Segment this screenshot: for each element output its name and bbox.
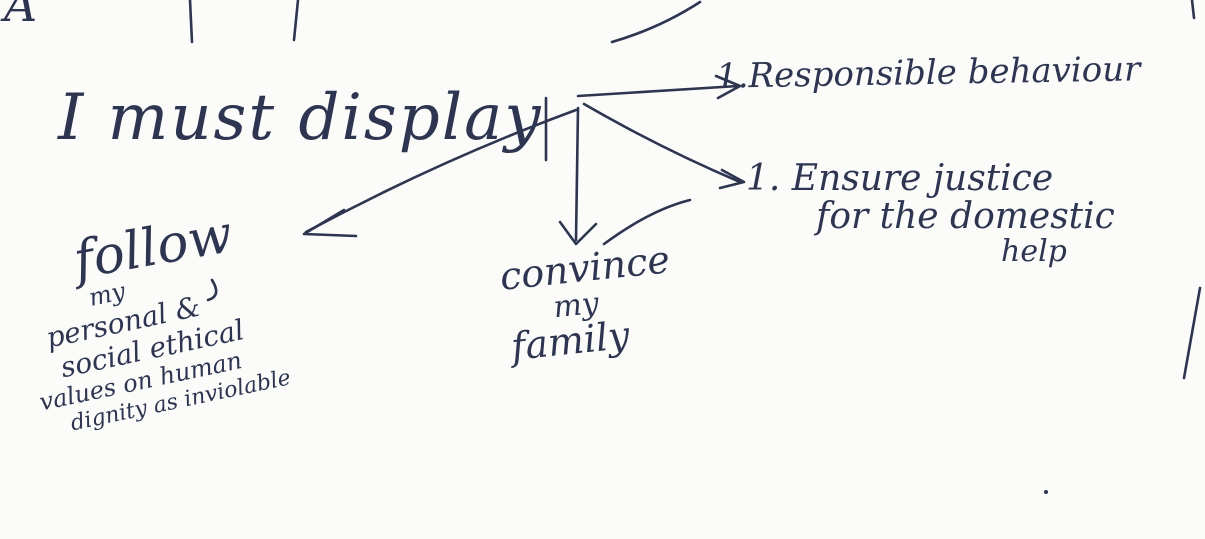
arrow-convince-head xyxy=(558,220,598,246)
corner-mark: A xyxy=(4,0,38,32)
arrow-follow xyxy=(304,108,578,234)
justice-line-2: for the domestic xyxy=(816,195,1115,237)
top-scribble xyxy=(610,0,702,44)
arrow-convince xyxy=(574,106,580,242)
branch-responsible-behaviour: 1.Responsible behaviour xyxy=(715,49,1141,97)
stray-mark-top xyxy=(1190,0,1196,20)
root-node-label: I must display xyxy=(58,81,543,155)
arrow-follow-head xyxy=(302,208,358,238)
branch-ensure-justice: 1. Ensure justice for the domestic help xyxy=(746,160,1115,267)
top-stroke-right xyxy=(292,0,300,42)
top-stroke-left xyxy=(188,0,194,44)
margin-line-right xyxy=(1182,286,1202,380)
arrow-justice-head xyxy=(718,168,746,190)
arrow-responsible xyxy=(576,84,740,98)
follow-hook xyxy=(206,278,218,302)
branch-convince-family: convince my family xyxy=(498,237,679,369)
stray-dot xyxy=(1044,490,1048,494)
arrow-responsible-head xyxy=(714,74,742,100)
justice-line-1: 1. Ensure justice xyxy=(746,158,1054,199)
justice-line-3: help xyxy=(1001,233,1067,269)
arrow-justice xyxy=(582,102,742,184)
convince-tick xyxy=(602,198,692,246)
